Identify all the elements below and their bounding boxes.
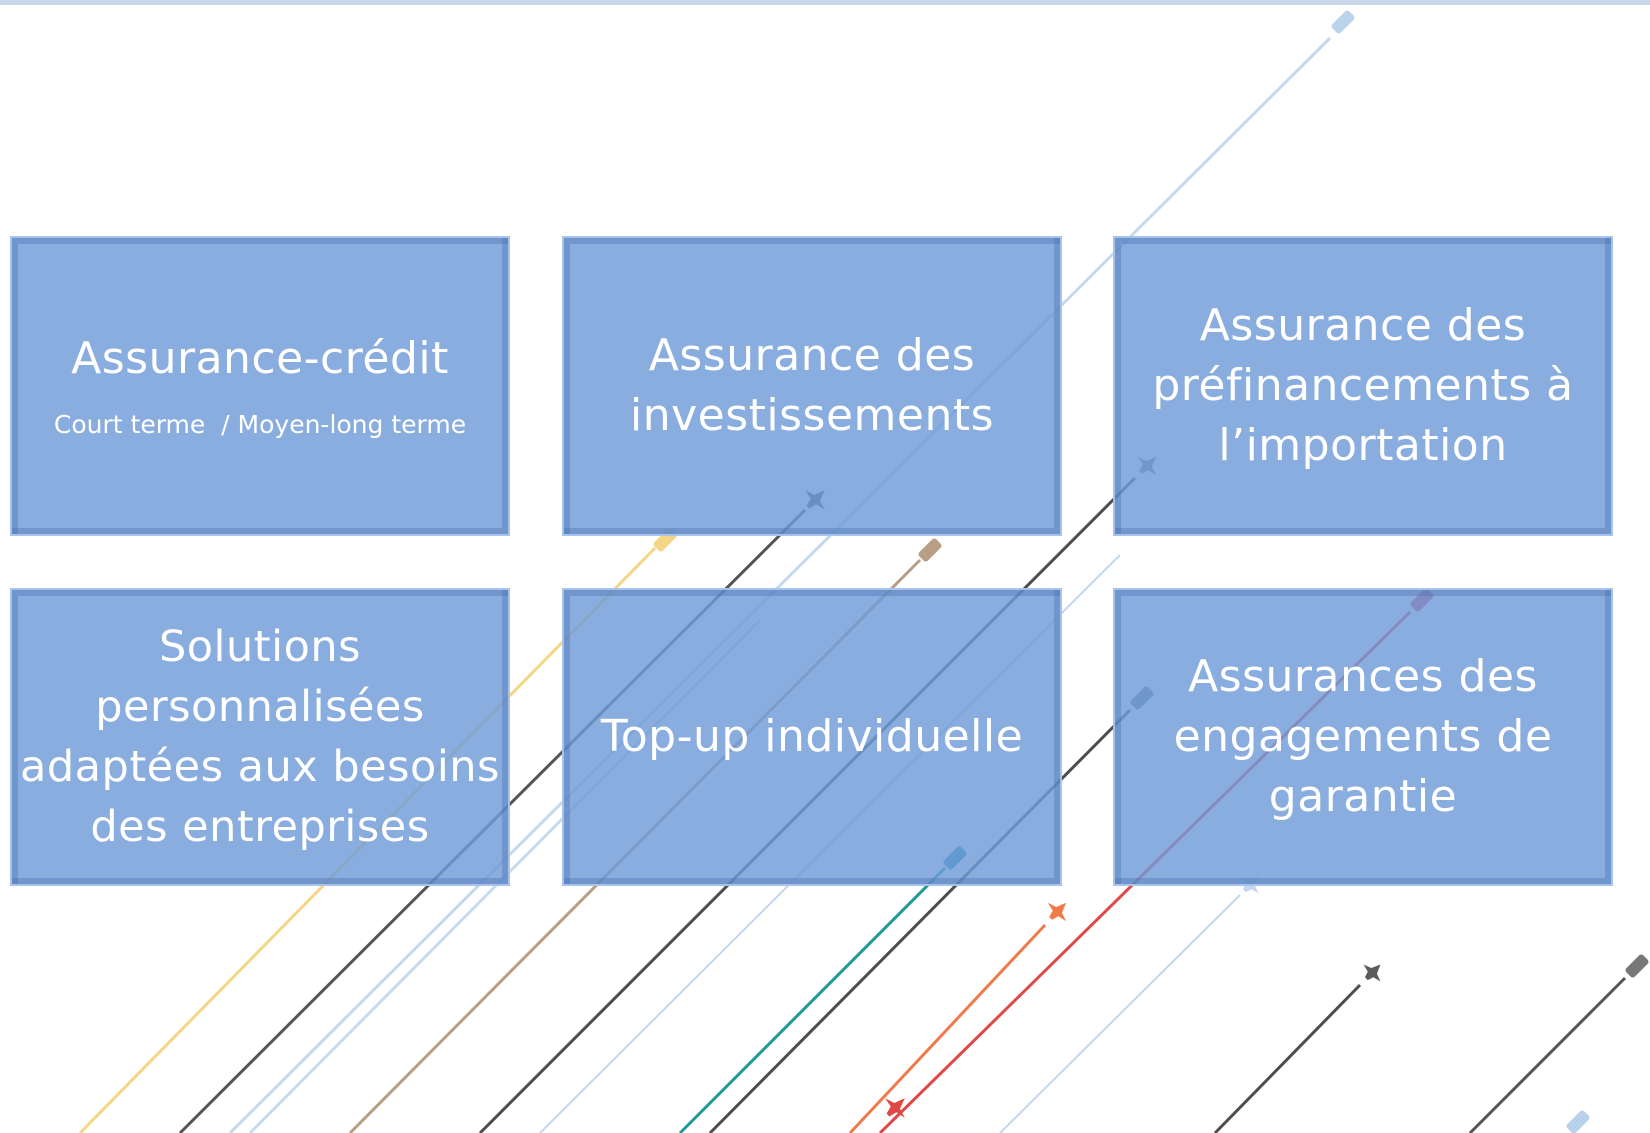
trail-orange <box>848 923 1047 1133</box>
airplane-icon <box>1363 964 1381 982</box>
tile-title: Assurance des investissements <box>629 330 995 441</box>
tile-title: Assurance des préfinancements à l’import… <box>1152 300 1574 471</box>
ship-icon <box>1566 1110 1590 1133</box>
tile-investment-insurance: Assurance des investissements <box>562 236 1062 536</box>
top-band <box>0 0 1650 5</box>
trail-light-blue-4 <box>999 894 1241 1133</box>
ship-icon <box>1331 10 1355 34</box>
tile-custom-solutions: Solutions personnalisées adaptées aux be… <box>10 588 510 886</box>
trail-gray-far-right <box>1468 976 1627 1133</box>
trail-dark-gray-4 <box>1213 983 1362 1133</box>
tile-title: Assurance-crédit <box>71 333 449 384</box>
truck-icon <box>918 538 942 562</box>
tile-title: Solutions personnalisées adaptées aux be… <box>20 622 500 852</box>
tile-title: Top-up individuelle <box>600 711 1024 762</box>
tile-subtitle: Court terme / Moyen-long terme <box>53 410 467 439</box>
tile-top-up: Top-up individuelle <box>562 588 1062 886</box>
trail-teal <box>678 866 947 1133</box>
trail-light-blue-long <box>228 36 1332 1133</box>
truck-icon <box>1625 954 1649 978</box>
airplane-icon <box>885 1098 905 1118</box>
tile-import-prefinancing-insurance: Assurance des préfinancements à l’import… <box>1113 236 1613 536</box>
airplane-icon <box>1047 902 1067 922</box>
tile-title: Assurances des engagements de garantie <box>1173 651 1553 822</box>
tile-credit-insurance: Assurance-crédit Court terme / Moyen-lon… <box>10 236 510 536</box>
tile-guarantee-insurance: Assurances des engagements de garantie <box>1113 588 1613 886</box>
